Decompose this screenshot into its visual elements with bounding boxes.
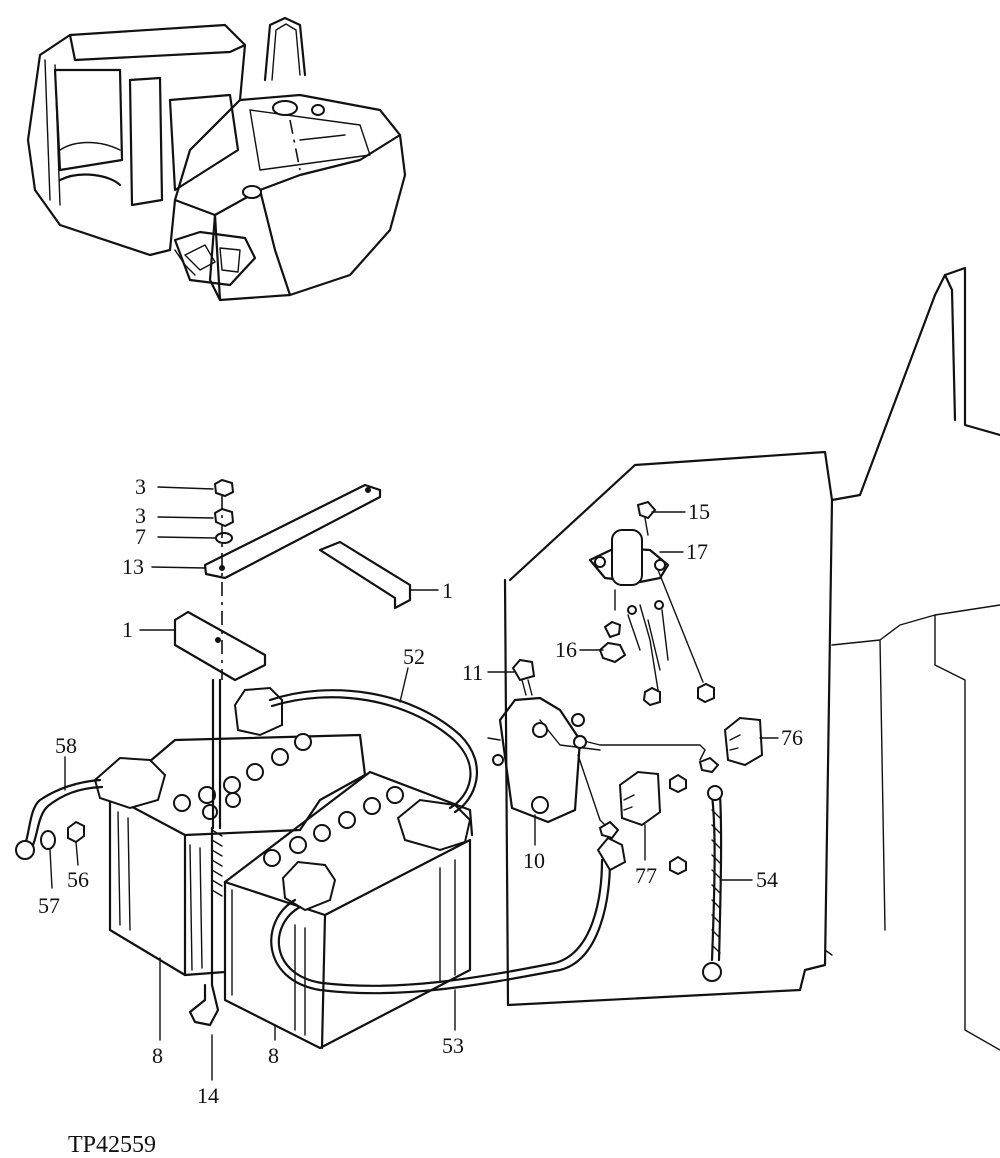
callout-8: 8: [152, 1043, 163, 1068]
washer-57: [40, 830, 56, 850]
callout-3: 3: [135, 474, 146, 499]
callout-7: 7: [135, 524, 146, 549]
callout-57: 57: [38, 893, 60, 918]
excavator-inset-illustration: [26, 16, 407, 302]
callout-10: 10: [523, 848, 545, 873]
callout-16: 16: [555, 637, 577, 662]
cables: [15, 604, 723, 995]
battery-right: [223, 770, 474, 1050]
callout-76: 76: [781, 725, 803, 750]
battery-right-cell-caps: [263, 786, 404, 867]
battery-left-cell-caps: [173, 733, 312, 820]
callout-labels: 3 3 7 13 1 1 52 58 56 57 8 8 14 53 11 10…: [38, 474, 803, 1108]
nut-3b: [213, 507, 235, 528]
nut-16: [598, 641, 627, 664]
callout-11: 11: [462, 660, 483, 685]
callout-14: 14: [197, 1083, 219, 1108]
battery-relay-10: [487, 696, 587, 824]
callout-1: 1: [122, 617, 133, 642]
callout-8: 8: [268, 1043, 279, 1068]
callout-15: 15: [688, 499, 710, 524]
callout-53: 53: [442, 1033, 464, 1058]
callout-52: 52: [403, 644, 425, 669]
nut-56: [67, 820, 85, 844]
drawing-code: TP42559: [68, 1132, 156, 1158]
callout-17: 17: [686, 539, 708, 564]
callout-1: 1: [442, 578, 453, 603]
relay-17: [588, 500, 715, 707]
connector-76: [723, 716, 764, 767]
mounting-panel: [503, 266, 1000, 1051]
leader-lines: [49, 486, 779, 1081]
callout-77: 77: [635, 863, 657, 888]
callout-58: 58: [55, 733, 77, 758]
callout-56: 56: [67, 867, 89, 892]
bolt-11: [511, 658, 536, 682]
callout-13: 13: [122, 554, 144, 579]
battery-hold-down-hardware: [173, 478, 412, 1027]
connectors: [511, 658, 764, 876]
nut-3a: [213, 478, 235, 498]
washer-7: [215, 532, 233, 544]
callout-54: 54: [756, 867, 778, 892]
callout-3: 3: [135, 503, 146, 528]
connector-77: [618, 770, 662, 827]
